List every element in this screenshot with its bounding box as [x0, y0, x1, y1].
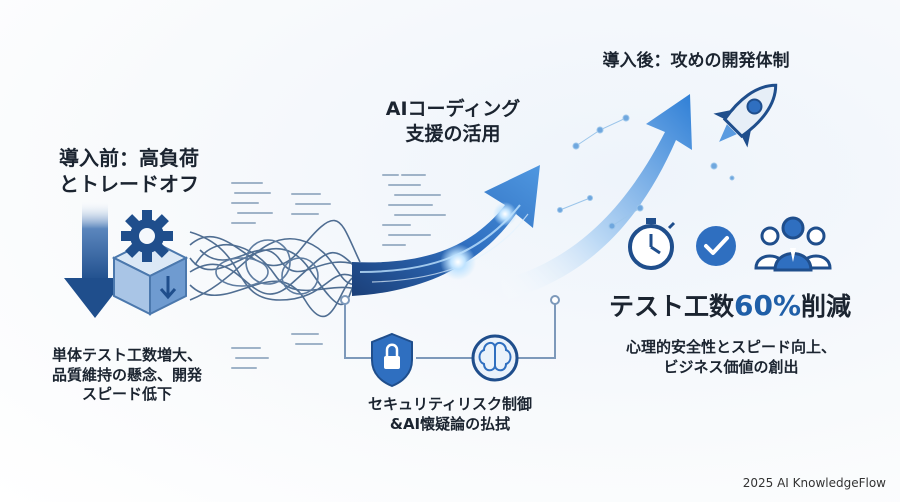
network-dots: [557, 114, 735, 230]
shield-lock-icon: [371, 332, 413, 388]
code-snippet-icon: [231, 182, 331, 369]
before-title: 導入前：高負荷 とトレードオフ: [34, 145, 224, 197]
down-arrow-icon: [64, 200, 126, 318]
gear-icon: [121, 210, 173, 262]
stopwatch-icon: [628, 218, 676, 270]
metric-value: 60%: [733, 289, 802, 322]
metric-suffix: 削減: [801, 292, 852, 321]
before-title-line: 導入前：高負荷: [59, 146, 199, 170]
after-title: 導入後：攻めの開発体制: [602, 51, 790, 71]
security-connector: [340, 295, 560, 359]
rocket-icon: [713, 83, 778, 148]
after-desc-line: 心理的安全性とスピード向上、: [625, 338, 836, 356]
ai-title-line: 支援の活用: [405, 122, 501, 145]
growth-arrow: [352, 94, 692, 300]
team-icon: [754, 216, 832, 272]
before-desc-line: 品質維持の懸念、開発: [51, 365, 202, 384]
before-title-line: とトレードオフ: [59, 172, 199, 196]
ai-support-title: AIコーディング 支援の活用: [358, 97, 548, 146]
ai-title-line: AIコーディング: [385, 98, 521, 120]
brain-icon: [471, 334, 519, 382]
before-description: 単体テスト工数増大、 品質維持の懸念、開発 スピード低下: [22, 346, 232, 405]
security-title: セキュリティリスク制御 &AI懐疑論の払拭: [330, 395, 570, 434]
after-desc-line: ビジネス価値の創出: [663, 357, 799, 376]
metric-prefix: テスト工数: [608, 292, 734, 321]
checkmark-icon: [696, 226, 736, 266]
before-desc-line: スピード低下: [81, 385, 172, 403]
metric-headline: テスト工数60%削減: [580, 288, 880, 324]
code-snippet-icon: [382, 174, 446, 246]
security-title-line: &AI懐疑論の払拭: [389, 414, 511, 433]
after-description: 心理的安全性とスピード向上、 ビジネス価値の創出: [596, 338, 866, 377]
security-title-line: セキュリティリスク制御: [367, 395, 533, 413]
tangled-lines-icon: [189, 219, 361, 318]
footer-credit: 2025 AI KnowledgeFlow: [742, 476, 886, 490]
before-desc-line: 単体テスト工数増大、: [51, 346, 202, 364]
